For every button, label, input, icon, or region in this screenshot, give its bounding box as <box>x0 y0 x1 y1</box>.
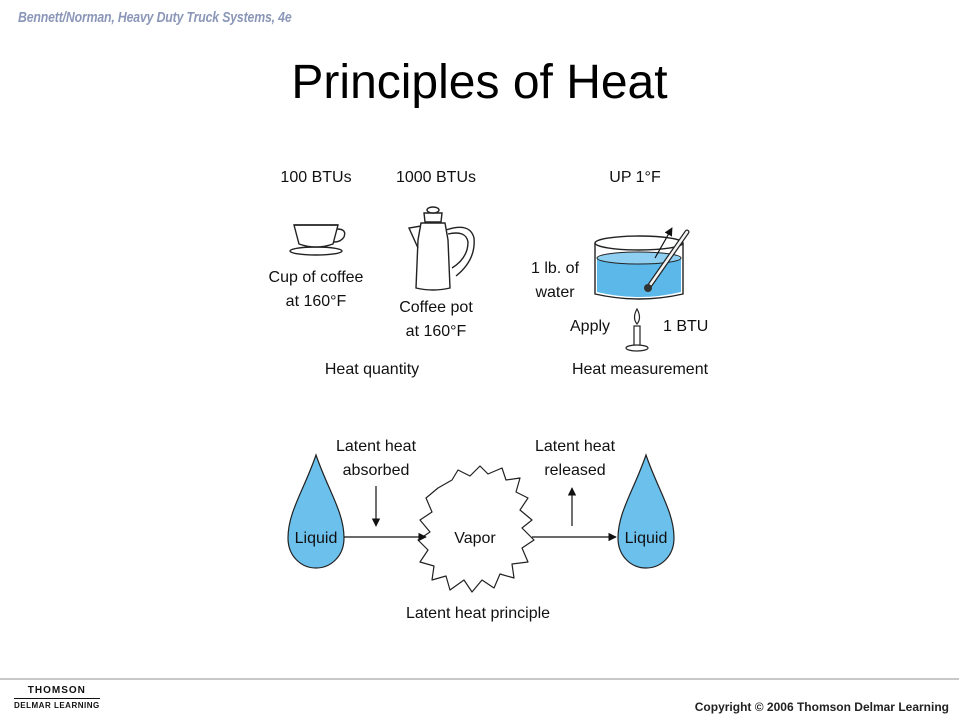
publisher-logo: THOMSON DELMAR LEARNING <box>14 685 100 710</box>
pot-label-line1: Coffee pot <box>399 299 473 316</box>
pot-btu-label: 1000 BTUs <box>395 169 477 186</box>
btu-label: 1 BTU <box>663 318 709 335</box>
slide-title: Principles of Heat <box>291 56 668 109</box>
apply-label: Apply <box>570 318 611 335</box>
heat-measurement-caption: Heat measurement <box>571 361 709 378</box>
logo-bottom-text: DELMAR LEARNING <box>14 701 100 710</box>
liquid-drop-right-icon <box>617 453 675 569</box>
vapor-label: Vapor <box>454 530 496 547</box>
candle-icon <box>625 307 649 352</box>
absorbed-label-line2: absorbed <box>342 462 410 479</box>
liquid-right-label: Liquid <box>624 530 668 547</box>
coffee-pot-icon <box>407 206 475 291</box>
cup-btu-label: 100 BTUs <box>280 169 352 186</box>
latent-heat-caption: Latent heat principle <box>405 605 551 622</box>
water-label-line2: water <box>535 284 575 301</box>
water-label-line1: 1 lb. of <box>530 260 580 277</box>
logo-rule <box>14 698 100 699</box>
book-reference: Bennett/Norman, Heavy Duty Truck Systems… <box>18 9 292 26</box>
liquid-drop-left-icon <box>287 453 345 569</box>
heat-quantity-caption: Heat quantity <box>324 361 420 378</box>
coffee-cup-icon <box>289 224 346 256</box>
liquid-left-label: Liquid <box>294 530 338 547</box>
released-label-line2: released <box>544 462 606 479</box>
logo-top-text: THOMSON <box>27 685 86 696</box>
released-label-line1: Latent heat <box>534 438 616 455</box>
cup-label-line2: at 160°F <box>285 293 347 310</box>
copyright-notice: Copyright © 2006 Thomson Delmar Learning <box>694 700 949 714</box>
footer-divider <box>0 678 959 680</box>
temperature-rise-label: UP 1°F <box>609 169 661 186</box>
absorbed-label-line1: Latent heat <box>335 438 417 455</box>
thermometer-icon <box>644 227 690 292</box>
water-beaker-icon <box>594 235 684 300</box>
cup-label-line1: Cup of coffee <box>268 269 364 286</box>
pot-label-line2: at 160°F <box>405 323 467 340</box>
vapor-cloud-icon <box>417 465 535 593</box>
